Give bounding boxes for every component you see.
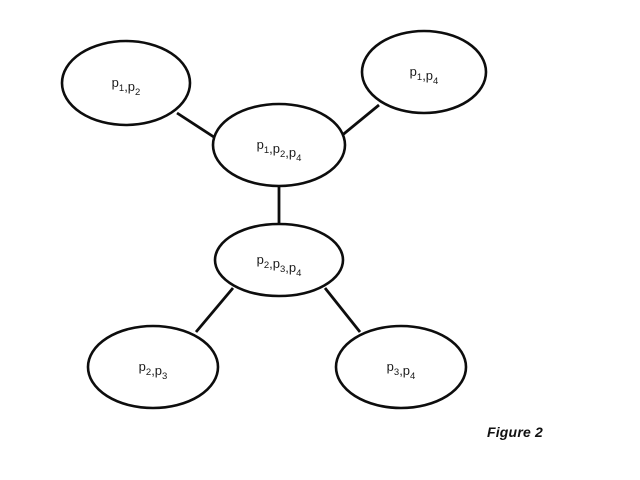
node-p3p4[interactable]: p3,p4 (334, 324, 468, 410)
node-shape-p3p4 (334, 324, 468, 410)
edges-layer (176, 103, 380, 333)
node-label-p1p2: p1,p2 (112, 75, 141, 97)
edge-p2p3p4-p2p3 (194, 287, 235, 333)
edge-p1p2p4-p1p4 (339, 103, 380, 139)
node-shape-p1p4 (360, 29, 488, 115)
edge-p1p2-p1p2p4 (176, 111, 221, 143)
node-p2p3p4[interactable]: p2,p3,p4 (213, 222, 345, 298)
node-p1p2[interactable]: p1,p2 (60, 39, 192, 127)
node-label-p2p3: p2,p3 (139, 359, 168, 381)
node-label-p2p3p4: p2,p3,p4 (257, 252, 302, 278)
node-label-p1p4: p1,p4 (410, 64, 439, 86)
node-label-p1p2p4: p1,p2,p4 (257, 137, 302, 163)
edge-p2p3p4-p3p4 (323, 287, 362, 333)
nodes-layer: p1,p2 p1,p4 p1,p2,p4 p2,p3,p4 p2,p3 p3,p4 (60, 29, 488, 410)
node-p1p2p4[interactable]: p1,p2,p4 (211, 102, 347, 188)
node-label-p3p4: p3,p4 (387, 359, 416, 381)
node-p2p3[interactable]: p2,p3 (86, 324, 220, 410)
node-shape-p2p3p4 (213, 222, 345, 298)
node-p1p4[interactable]: p1,p4 (360, 29, 488, 115)
node-shape-p1p2 (60, 39, 192, 127)
figure-caption: Figure 2 (486, 424, 544, 440)
node-shape-p2p3 (86, 324, 220, 410)
node-shape-p1p2p4 (211, 102, 347, 188)
